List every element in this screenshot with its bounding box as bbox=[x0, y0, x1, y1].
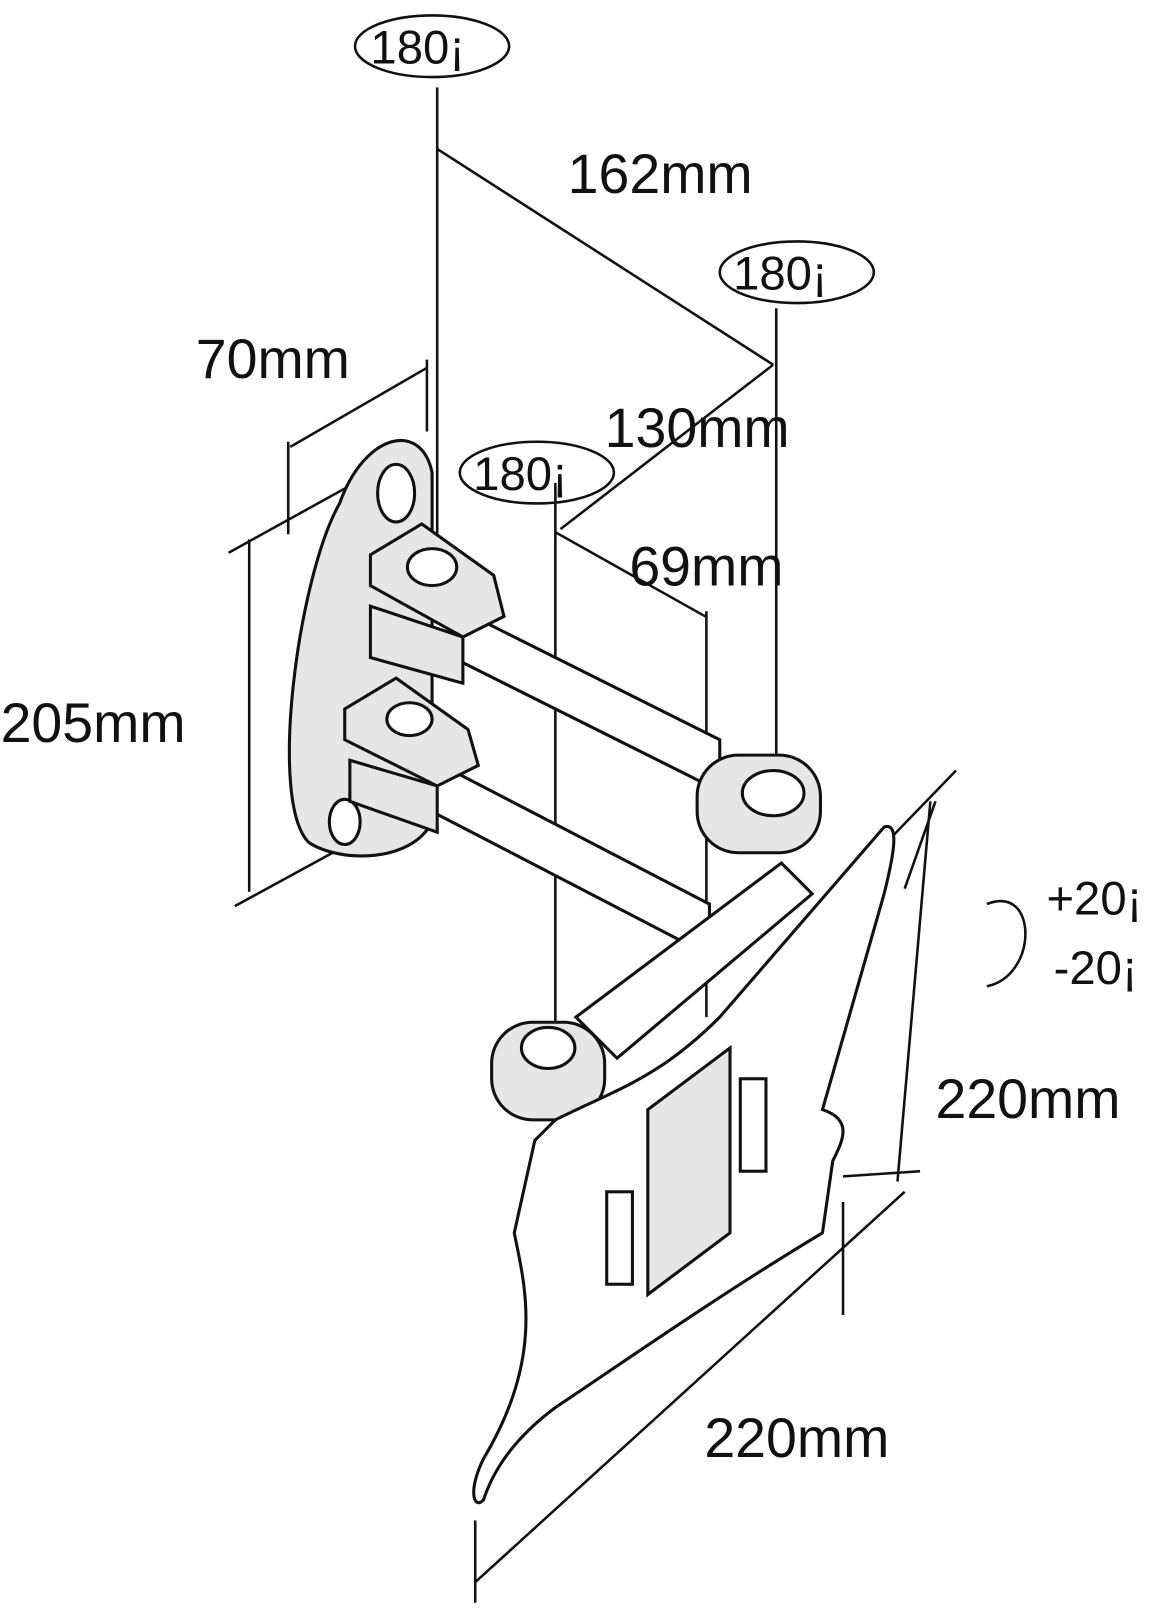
rotation-label-top: 180¡ bbox=[370, 22, 465, 75]
tilt-up-label: +20¡ bbox=[1046, 872, 1142, 925]
tilt-arrow-icon bbox=[986, 900, 1027, 988]
rotation-label-middle: 180¡ bbox=[473, 448, 568, 501]
tilt-down-label: -20¡ bbox=[1054, 942, 1138, 995]
rotation-label-right: 180¡ bbox=[733, 248, 828, 301]
dim-130mm: 130mm bbox=[605, 397, 790, 459]
dimension-lines bbox=[228, 87, 957, 1603]
dim-205mm: 205mm bbox=[1, 692, 186, 754]
dim-162mm: 162mm bbox=[568, 143, 753, 205]
dim-220mm-width: 220mm bbox=[704, 1407, 889, 1469]
mount-arms bbox=[343, 522, 822, 1122]
dim-220mm-height: 220mm bbox=[935, 1068, 1120, 1130]
rotation-badge-middle bbox=[458, 440, 616, 505]
rotation-badge-top bbox=[353, 14, 511, 79]
vesa-plate bbox=[472, 825, 896, 1505]
rotation-badge-right bbox=[718, 240, 876, 305]
dim-70mm: 70mm bbox=[196, 328, 350, 390]
dim-69mm: 69mm bbox=[629, 536, 783, 598]
